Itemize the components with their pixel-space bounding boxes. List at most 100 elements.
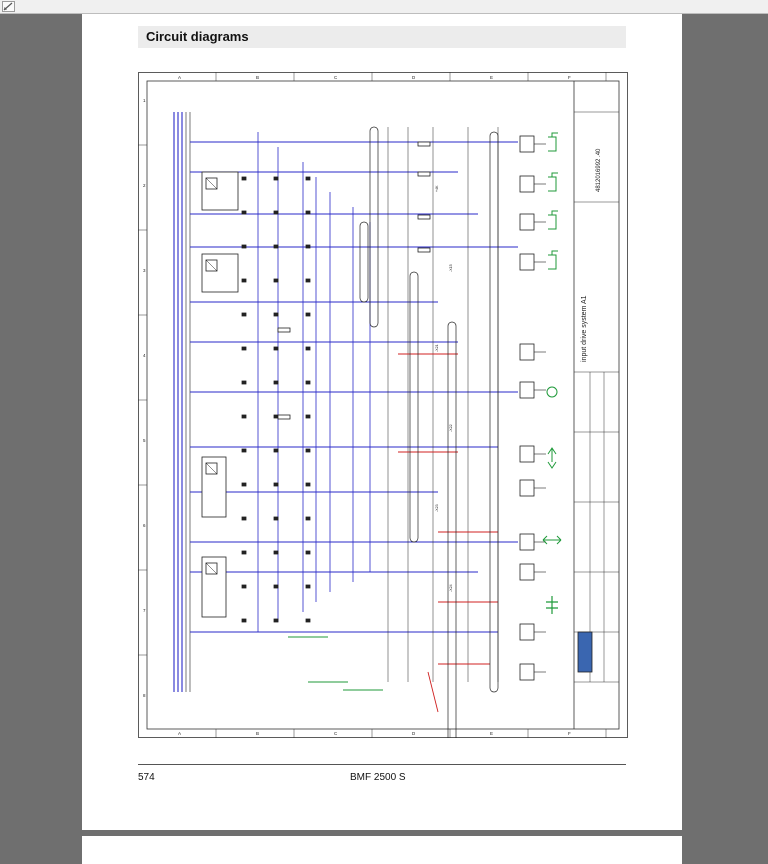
sensor-symbol: [205, 562, 218, 575]
company-logo: [577, 631, 593, 673]
drawing-number: 4812016992 .40: [596, 148, 602, 192]
resistor: [417, 141, 431, 147]
section-header: Circuit diagrams: [138, 26, 626, 48]
terminal-label: -X21: [435, 344, 439, 352]
connector-pin: [305, 584, 311, 589]
connector-pin: [273, 210, 279, 215]
output-connector: [519, 253, 535, 271]
resistor: [417, 171, 431, 177]
resistor: [417, 214, 431, 220]
resistor: [417, 247, 431, 253]
connector-pin: [241, 278, 247, 283]
grid-label: 2: [143, 183, 146, 188]
grid-label: 4: [143, 353, 146, 358]
connector-pin: [305, 346, 311, 351]
sensor-symbol: [205, 462, 218, 475]
terminal-label: -X15: [449, 264, 453, 272]
grid-label: 6: [143, 523, 146, 528]
grid-label: D: [412, 75, 416, 80]
connector-pin: [241, 618, 247, 623]
connector-pin: [241, 346, 247, 351]
connector-pin: [241, 584, 247, 589]
page-number: 574: [138, 772, 155, 783]
connector-pin: [273, 312, 279, 317]
connector-pin: [305, 618, 311, 623]
connector-pin: [273, 448, 279, 453]
resistor: [277, 414, 291, 420]
viewer-toolbar: [0, 0, 768, 14]
connector-pin: [273, 618, 279, 623]
grid-label: B: [256, 75, 259, 80]
connector-pin: [305, 278, 311, 283]
grid-label: D: [412, 731, 416, 736]
circuit-diagram: 12345678AABBCCDDEEFF+4K-X15-X21-X22-X23-…: [138, 72, 628, 738]
signal-wire-red: [427, 671, 439, 713]
output-connector: [519, 533, 535, 551]
grid-label: 3: [143, 268, 146, 273]
actuator-icon: [548, 210, 558, 230]
footer-rule: [138, 764, 626, 765]
connector-pin: [305, 244, 311, 249]
grid-label: 7: [143, 608, 146, 613]
bus-bar: [447, 321, 457, 738]
connector-pin: [241, 516, 247, 521]
output-connector: [519, 663, 535, 681]
output-connector: [519, 135, 535, 153]
connector-pin: [305, 210, 311, 215]
sensor-symbol: [205, 259, 218, 272]
connector-pin: [273, 176, 279, 181]
grid-label: E: [490, 731, 493, 736]
connector-pin: [305, 550, 311, 555]
connector-pin: [241, 550, 247, 555]
connector-pin: [273, 380, 279, 385]
bus-bar: [359, 221, 369, 303]
connector-pin: [241, 380, 247, 385]
connector-pin: [273, 244, 279, 249]
connector-pin: [241, 482, 247, 487]
connector-pin: [305, 176, 311, 181]
connector-pin: [305, 380, 311, 385]
connector-pin: [305, 414, 311, 419]
connector-pin: [273, 278, 279, 283]
grid-label: E: [490, 75, 493, 80]
bus-bar: [409, 271, 419, 543]
bus-bar: [489, 131, 499, 693]
grid-label: C: [334, 75, 338, 80]
sensor-symbol: [205, 177, 218, 190]
grid-label: F: [568, 75, 571, 80]
resistor: [277, 327, 291, 333]
connector-pin: [305, 516, 311, 521]
connector-pin: [273, 584, 279, 589]
valve-icon: [546, 596, 558, 614]
grid-label: A: [178, 75, 181, 80]
next-page: [82, 836, 682, 864]
bus-bar: [369, 126, 379, 328]
menu-icon[interactable]: [2, 1, 15, 12]
connector-pin: [241, 448, 247, 453]
connector-pin: [241, 414, 247, 419]
output-connector: [519, 175, 535, 193]
output-connector: [519, 343, 535, 361]
connector-pin: [273, 346, 279, 351]
connector-pin: [241, 176, 247, 181]
rotation-icon: [546, 386, 558, 398]
connector-pin: [273, 414, 279, 419]
direction-icon: [547, 447, 557, 469]
drawing-inner-frame: [146, 80, 620, 730]
connector-pin: [241, 312, 247, 317]
output-connector: [519, 479, 535, 497]
terminal-label: -X23: [435, 504, 439, 512]
grid-label: F: [568, 731, 571, 736]
grid-label: 5: [143, 438, 146, 443]
output-connector: [519, 563, 535, 581]
terminal-label: -X24: [449, 584, 453, 592]
connector-pin: [305, 312, 311, 317]
grid-label: 1: [143, 98, 146, 103]
connector-pin: [273, 482, 279, 487]
connector-pin: [305, 448, 311, 453]
sensor-symbol: [205, 462, 218, 475]
output-connector: [519, 213, 535, 231]
actuator-icon: [548, 132, 558, 152]
terminal-label: -X22: [449, 424, 453, 432]
connector-pin: [273, 516, 279, 521]
